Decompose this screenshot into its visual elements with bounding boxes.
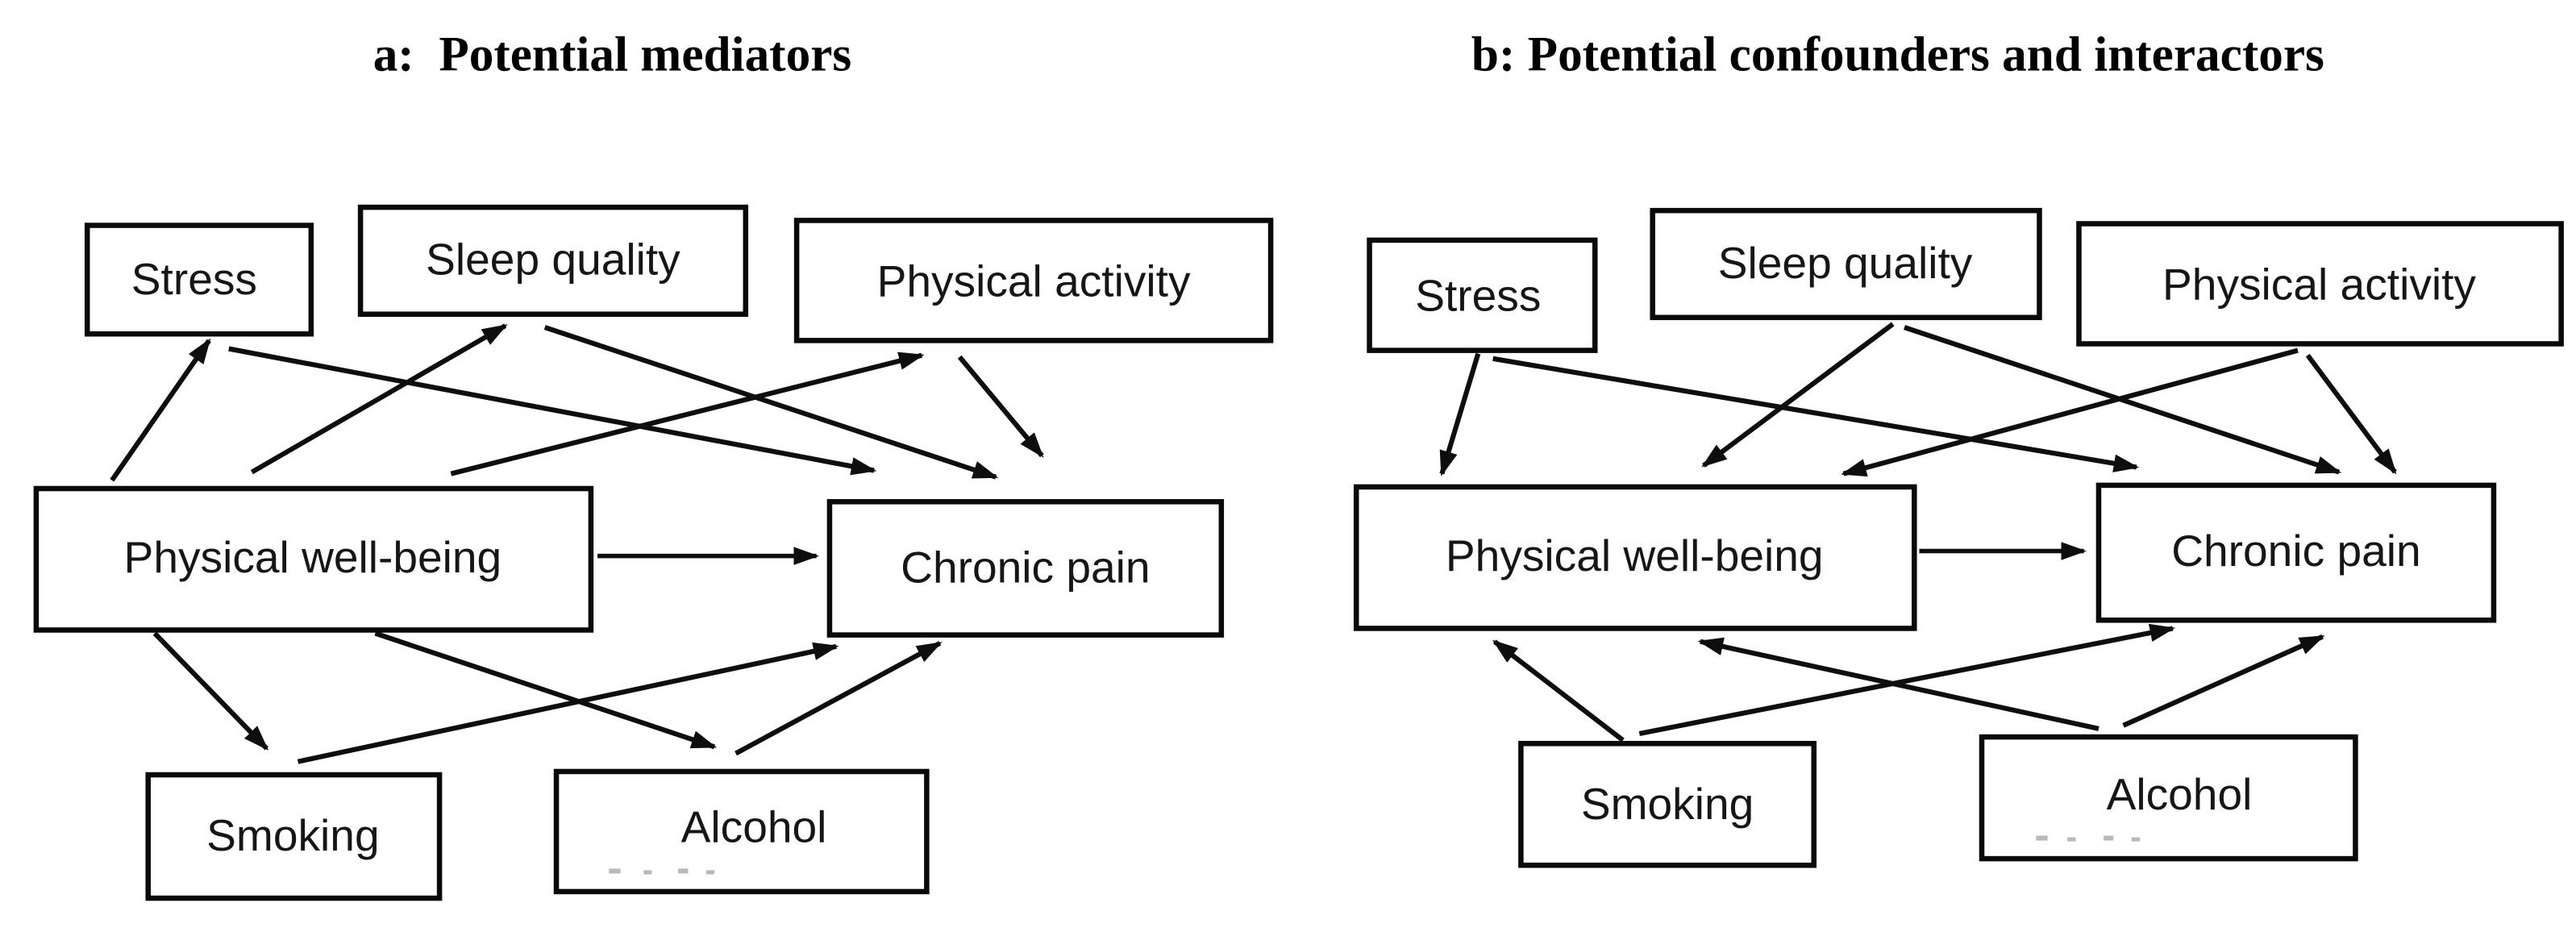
node-a-sleep-quality-label: Sleep quality [426, 235, 680, 285]
edge-a-wellbeing-to-sleepquality [250, 323, 508, 475]
node-b-smoking-label: Smoking [1581, 779, 1754, 829]
edge-a-physicalactivity-to-chronicpain [957, 355, 1044, 458]
node-b-alcohol: Alcohol [1979, 734, 2358, 862]
node-a-chronic-pain: Chronic pain [826, 499, 1225, 638]
node-b-physical-well-being-label: Physical well-being [1446, 530, 1824, 580]
node-a-physical-well-being: Physical well-being [33, 485, 594, 633]
edge-b-sleepquality-to-wellbeing [1701, 322, 1895, 468]
edge-b-physicalactivity-to-chronicpain [2305, 353, 2397, 475]
node-b-physical-well-being: Physical well-being [1353, 484, 1917, 631]
edge-b-alcohol-to-chronicpain [2122, 634, 2325, 728]
panel-b-title: b: Potential confounders and interactors [1471, 27, 2324, 82]
node-b-smoking: Smoking [1518, 741, 1817, 868]
node-a-physical-activity-label: Physical activity [877, 256, 1191, 306]
node-a-chronic-pain-label: Chronic pain [901, 542, 1150, 592]
panel-a-edges [110, 323, 1044, 764]
edge-b-stress-to-wellbeing [1439, 352, 1481, 476]
edge-b-alcohol-to-wellbeing [1697, 637, 2100, 731]
edge-a-wellbeing-to-alcohol [374, 630, 718, 750]
node-b-chronic-pain-label: Chronic pain [2171, 526, 2420, 576]
faded-text-artifact-a [609, 868, 715, 875]
node-b-sleep-quality-label: Sleep quality [1718, 238, 1973, 288]
edge-a-alcohol-to-chronicpain [735, 641, 943, 756]
node-a-stress: Stress [84, 223, 314, 337]
node-a-sleep-quality: Sleep quality [357, 204, 749, 317]
panel-b: b: Potential confounders and interactors… [1353, 27, 2564, 868]
faded-text-artifact-b [2036, 835, 2140, 842]
edge-a-smoking-to-chronicpain [297, 642, 839, 764]
edge-a-wellbeing-to-stress [110, 338, 211, 482]
node-b-physical-activity: Physical activity [2076, 221, 2564, 347]
node-a-smoking-label: Smoking [206, 810, 379, 860]
panel-a: a: Potential mediators Stress [33, 27, 1274, 901]
node-a-physical-activity: Physical activity [793, 218, 1274, 343]
node-b-sleep-quality: Sleep quality [1650, 207, 2042, 321]
edge-b-stress-to-chronicpain [1492, 356, 2140, 472]
panel-a-title: a: Potential mediators [373, 27, 852, 82]
edge-a-wellbeing-to-physicalactivity [450, 352, 925, 476]
node-b-stress: Stress [1367, 237, 1598, 353]
node-b-alcohol-label: Alcohol [2107, 769, 2253, 819]
node-b-chronic-pain: Chronic pain [2095, 482, 2497, 623]
node-a-alcohol-label: Alcohol [681, 802, 827, 852]
edge-a-stress-to-chronicpain [228, 346, 877, 476]
node-b-physical-activity-label: Physical activity [2162, 259, 2476, 309]
edge-a-wellbeing-to-smoking [152, 631, 269, 751]
edge-b-smoking-to-wellbeing [1492, 639, 1625, 743]
panel-b-edges [1439, 322, 2397, 743]
edge-a-sleepquality-to-chronicpain [543, 325, 999, 480]
node-b-stress-label: Stress [1415, 271, 1541, 321]
node-a-smoking: Smoking [145, 772, 443, 901]
node-a-stress-label: Stress [131, 254, 257, 304]
edge-b-physicalactivity-to-wellbeing [1841, 347, 2299, 477]
node-a-alcohol: Alcohol [553, 768, 930, 895]
node-a-physical-well-being-label: Physical well-being [124, 532, 502, 582]
edge-b-smoking-to-chronicpain [1638, 623, 2176, 737]
